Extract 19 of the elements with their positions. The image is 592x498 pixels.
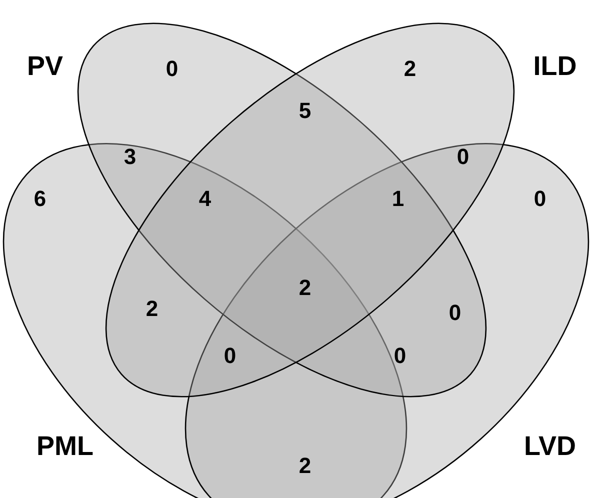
region-count: 2 — [298, 453, 312, 478]
region-count: 0 — [166, 56, 178, 81]
region-count: 0 — [456, 144, 470, 169]
region-count: 2 — [298, 275, 312, 300]
region-count: 0 — [534, 186, 546, 211]
region-count: 2 — [146, 296, 158, 321]
set-label: ILD — [533, 51, 577, 81]
region-count: 0 — [394, 343, 406, 368]
region-count: 3 — [124, 144, 136, 169]
set-label: PV — [26, 51, 64, 81]
region-count: 0 — [224, 343, 236, 368]
region-count: 2 — [404, 56, 416, 81]
region-count: 1 — [392, 186, 404, 211]
region-count: 6 — [34, 186, 46, 211]
region-count: 0 — [448, 300, 462, 325]
set-label: PML — [36, 431, 94, 461]
region-count: 4 — [198, 186, 212, 211]
region-count: 5 — [298, 98, 312, 123]
set-label: LVD — [524, 431, 576, 461]
